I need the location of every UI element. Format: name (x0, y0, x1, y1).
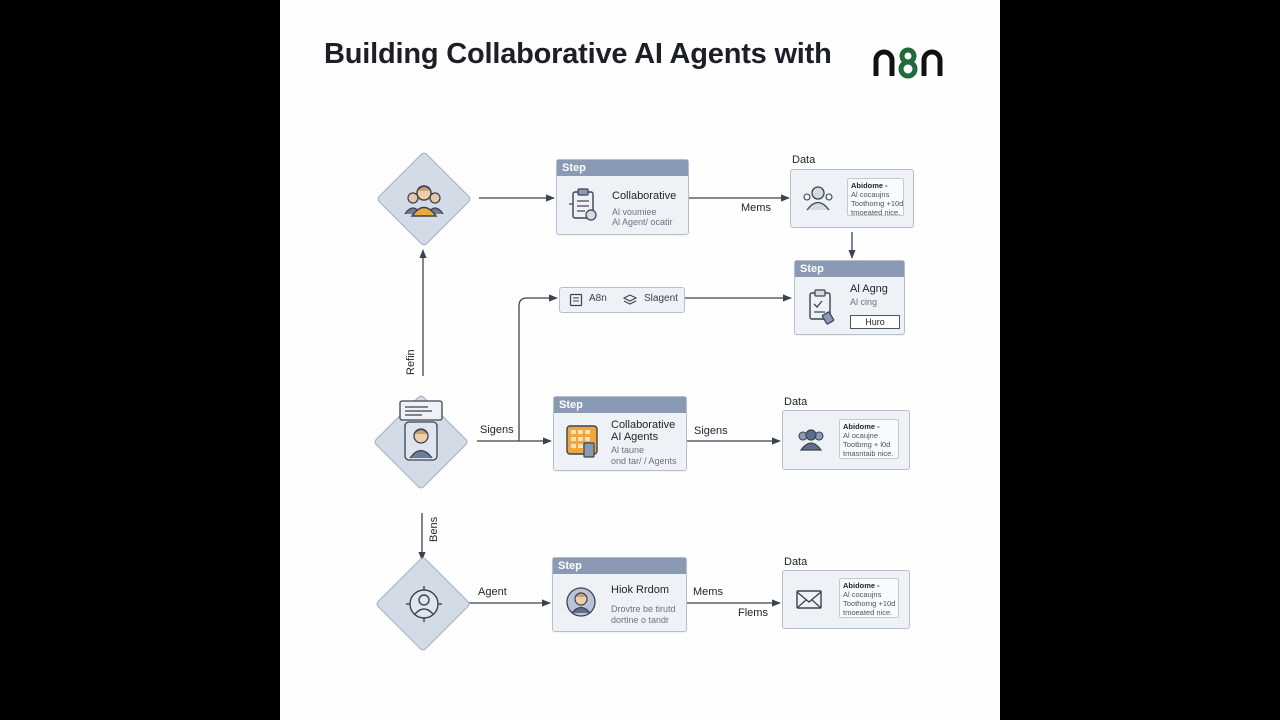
target-user-icon (406, 586, 442, 622)
connection-lines (418, 194, 856, 607)
user-chat-icon (399, 400, 443, 461)
data-line-2: Al cocaujns (851, 190, 890, 199)
step-title: Collaborative (612, 190, 677, 202)
data-line-4: tmoeated nice. (843, 608, 893, 617)
step-node-4[interactable]: Step Hiok Rrdom Drovtre be tirutd dortin… (552, 557, 687, 632)
step-subtitle-2: ond tar/ / Agents (611, 456, 677, 466)
team-icon (404, 185, 444, 217)
n8n-logo-icon (873, 47, 943, 79)
step-title-2: AI Agents (611, 431, 659, 443)
edge-label-mems: Mems (741, 202, 771, 214)
checklist-icon (809, 289, 835, 325)
data-line-1: Abidome - (843, 422, 880, 431)
data-line-4: tmoeated nice. (851, 208, 901, 217)
users-icon (803, 186, 833, 211)
agent-chip-node[interactable]: A8n Slagent (559, 287, 685, 313)
step-title: Collaborative (611, 419, 676, 431)
step-subtitle: Drovtre be tirutd (611, 604, 676, 614)
page-title: Building Collaborative AI Agents with (324, 38, 832, 70)
data-label: Data (784, 556, 808, 568)
data-label: Data (792, 154, 816, 166)
edge-label-sigens: Sigens (480, 424, 514, 436)
layers-icon (622, 294, 638, 305)
data-detail-card: Abidome - Al cocaujns Toothorng +10d tmo… (847, 178, 904, 217)
edge-label-agent: Agent (478, 586, 507, 598)
data-line-3: Toothorng +10d (843, 599, 896, 608)
mail-icon (796, 590, 822, 609)
user-avatar-icon (566, 587, 596, 617)
data-line-2: Al cocaujns (843, 590, 882, 599)
edge-label-flems: Flems (738, 607, 768, 619)
step-subtitle: Al voumiee (612, 207, 657, 217)
clipboard-icon (569, 188, 597, 221)
step-subtitle: Al taune (611, 445, 645, 455)
step-header: Step (553, 558, 686, 574)
step-node-1[interactable]: Step Collaborative Al voumiee Al Agent/ … (556, 159, 689, 235)
data-line-3: Tootbmg + l0d (843, 440, 891, 449)
data-line-1: Abidome - (843, 581, 880, 590)
data-line-1: Abidome - (851, 181, 888, 190)
step-node-3[interactable]: Step Collaborative AI Agents Al taune on… (553, 396, 687, 471)
data-line-2: Al ocaujne (843, 431, 879, 440)
chip-label-2: Slagent (644, 293, 678, 304)
data-node-1[interactable]: Abidome - Al cocaujns Toothorng +10d tmo… (790, 169, 914, 228)
diagram-canvas: Building Collaborative AI Agents with (280, 0, 1000, 720)
step-title: Al Agng (850, 283, 888, 295)
step-subtitle-2: Al Agent/ ocatir (612, 217, 673, 227)
edge-label-refin: Refin (405, 349, 417, 375)
step-header: Step (795, 261, 904, 277)
data-detail-card: Abidome - Al cocaujns Toothorng +10d tmo… (839, 578, 899, 618)
edge-label-sigens-2: Sigens (694, 425, 728, 437)
data-node-2[interactable]: Abidome - Al ocaujne Tootbmg + l0d tmasn… (782, 410, 910, 470)
data-detail-card: Abidome - Al ocaujne Tootbmg + l0d tmasn… (839, 419, 899, 459)
step-subtitle-2: dortine o tandr (611, 615, 670, 625)
grid-icon (566, 425, 598, 458)
step-header: Step (557, 160, 688, 176)
data-line-4: tmasntaib nice. (843, 449, 894, 458)
step-subtitle: Al cing (850, 297, 878, 307)
group-icon (798, 429, 824, 451)
edge-label-bens: Bens (428, 516, 440, 542)
document-icon (569, 293, 583, 307)
step-title: Hiok Rrdom (611, 584, 670, 596)
data-line-3: Toothorng +10d (851, 199, 904, 208)
step-header: Step (554, 397, 686, 413)
edge-branch-to-chip (518, 294, 558, 441)
step-action-button[interactable]: Huro (850, 315, 900, 329)
step-node-2[interactable]: Step Al Agng Al cing Huro (794, 260, 905, 335)
chip-label-1: A8n (589, 293, 607, 304)
data-node-3[interactable]: Abidome - Al cocaujns Toothorng +10d tmo… (782, 570, 910, 629)
data-label: Data (784, 396, 808, 408)
edge-label-mems-2: Mems (693, 586, 723, 598)
